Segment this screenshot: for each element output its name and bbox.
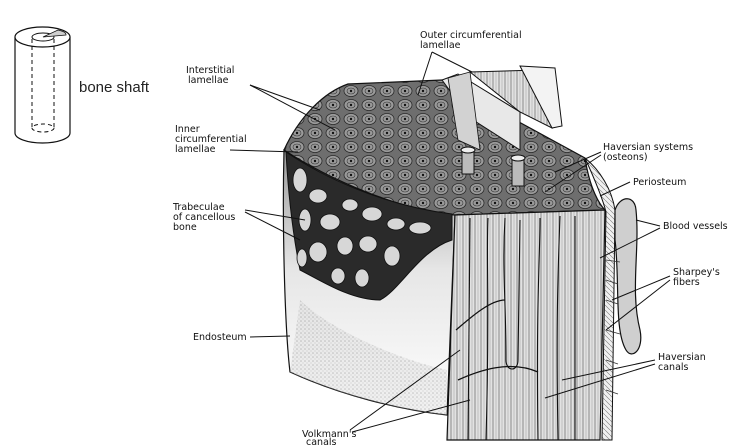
longitudinal-cut-face <box>447 210 605 440</box>
label-endosteum-text: Endosteum <box>193 332 247 343</box>
label-inner-circ-line3: lamellae <box>175 144 216 155</box>
bone-shaft-caption: bone shaft <box>79 79 150 96</box>
label-periosteum: Periosteum <box>600 177 686 196</box>
label-volkmanns-line2: canals <box>306 437 337 445</box>
label-interstitial-line2: lamellae <box>188 75 229 86</box>
label-endosteum: Endosteum <box>193 332 290 343</box>
label-haversian-systems-line2: (osteons) <box>603 152 648 163</box>
bone-shaft-inset: bone shaft <box>15 27 150 143</box>
label-outer-circ-line2: lamellae <box>420 40 461 51</box>
bone-shaft-cylinder-icon <box>15 27 70 143</box>
label-inner-circumferential-lamellae: Inner circumferential lamellae <box>175 124 298 155</box>
bone-section-illustration <box>283 66 640 440</box>
label-trabeculae-line3: bone <box>173 222 197 233</box>
label-sharpeys-line2: fibers <box>673 277 700 288</box>
label-blood-vessels-text: Blood vessels <box>663 221 728 232</box>
label-haversian-canals-line2: canals <box>658 362 689 373</box>
blood-vessel <box>615 199 641 354</box>
label-periosteum-text: Periosteum <box>633 177 686 188</box>
